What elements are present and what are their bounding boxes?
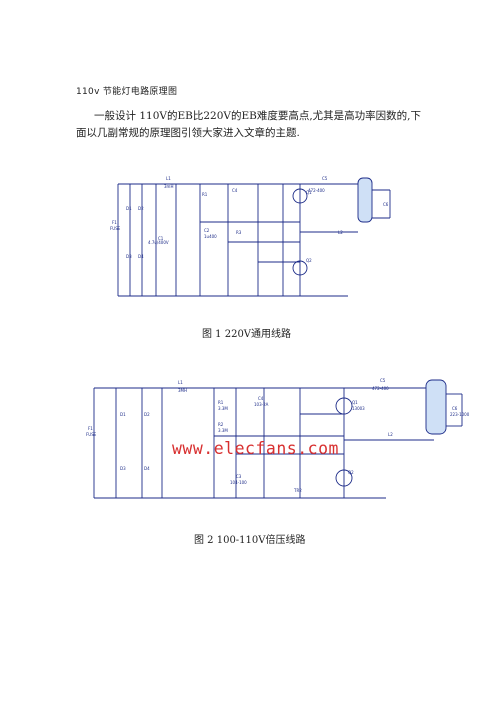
- svg-text:C2: C2: [204, 228, 210, 233]
- svg-text:C5: C5: [380, 378, 386, 383]
- svg-text:D4: D4: [138, 254, 144, 259]
- svg-text:D3: D3: [120, 466, 126, 471]
- svg-text:104-100: 104-100: [230, 480, 247, 485]
- svg-text:D2: D2: [138, 206, 144, 211]
- svg-text:1u400: 1u400: [204, 234, 217, 239]
- svg-text:D3: D3: [126, 254, 132, 259]
- svg-text:D1: D1: [120, 412, 126, 417]
- svg-text:L1: L1: [166, 176, 171, 181]
- svg-text:C4: C4: [232, 188, 238, 193]
- svg-text:3.3M: 3.3M: [218, 428, 228, 433]
- svg-text:4.7u/400V: 4.7u/400V: [148, 240, 169, 245]
- svg-text:Q1: Q1: [306, 190, 312, 195]
- svg-text:472-400: 472-400: [372, 386, 389, 391]
- figure-1-caption: 图 1 220V通用线路: [202, 329, 292, 340]
- svg-text:R1: R1: [202, 192, 208, 197]
- svg-text:3MH: 3MH: [178, 388, 187, 393]
- figure-2-caption: 图 2 100-110V倍压线路: [194, 535, 306, 546]
- svg-text:C6: C6: [383, 202, 389, 207]
- svg-text:D4: D4: [144, 466, 150, 471]
- svg-text:13003: 13003: [352, 406, 365, 411]
- svg-text:C5: C5: [322, 176, 328, 181]
- svg-text:C1: C1: [158, 236, 164, 241]
- svg-text:C3: C3: [236, 474, 242, 479]
- svg-text:R1: R1: [218, 400, 224, 405]
- svg-text:C4: C4: [258, 396, 264, 401]
- svg-text:L2: L2: [388, 432, 393, 437]
- svg-text:F1: F1: [88, 426, 93, 431]
- article-heading: 110v 节能灯电路原理图: [76, 87, 178, 97]
- svg-text:R2: R2: [218, 422, 224, 427]
- svg-text:L2: L2: [338, 230, 343, 235]
- svg-text:FUSE: FUSE: [86, 432, 97, 437]
- watermark: www.elecfans.com: [172, 439, 339, 458]
- svg-text:L1: L1: [178, 380, 183, 385]
- svg-text:C6: C6: [452, 406, 458, 411]
- svg-text:D1: D1: [126, 206, 132, 211]
- svg-text:TR2: TR2: [293, 488, 302, 493]
- svg-text:Q2: Q2: [306, 258, 312, 263]
- svg-text:FUSE: FUSE: [110, 226, 121, 231]
- svg-text:3.3M: 3.3M: [218, 406, 228, 411]
- svg-text:R3: R3: [236, 230, 242, 235]
- svg-text:Q1: Q1: [352, 400, 358, 405]
- svg-text:3mH: 3mH: [164, 184, 173, 189]
- svg-text:F1: F1: [112, 220, 117, 225]
- intro-paragraph: 一般设计 110V的EB比220V的EB难度要高点,尤其是高功率因数的,下面以几…: [76, 110, 422, 139]
- svg-text:223-1000: 223-1000: [450, 412, 470, 417]
- svg-text:D2: D2: [144, 412, 150, 417]
- svg-text:Q2: Q2: [348, 470, 354, 475]
- svg-text:472-400: 472-400: [308, 188, 325, 193]
- svg-text:103-2A: 103-2A: [254, 402, 269, 407]
